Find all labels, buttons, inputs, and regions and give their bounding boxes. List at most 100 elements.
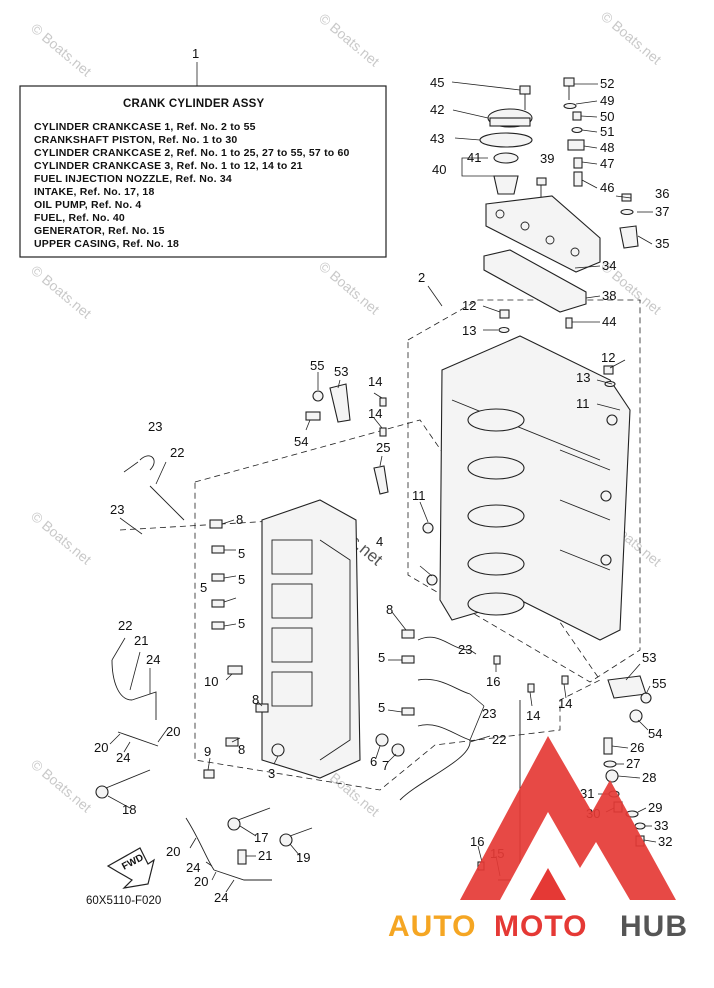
leader-19: [289, 843, 301, 857]
callout-23: 23: [482, 706, 496, 721]
watermark-text: © Boats.net: [316, 10, 383, 69]
hose-22: [149, 485, 185, 521]
ring-41: [493, 152, 519, 164]
info-box-line: UPPER CASING, Ref. No. 18: [34, 238, 179, 250]
callout-9: 9: [204, 744, 211, 759]
main-bearing-1: [467, 408, 525, 432]
fitting-5: [211, 545, 225, 554]
bolt-18-shaft: [105, 769, 151, 789]
plug-3: [271, 743, 285, 757]
dowel-14: [379, 397, 387, 407]
callout-39: 39: [540, 151, 554, 166]
long-bolts: [95, 769, 313, 847]
leader-2: [427, 285, 443, 307]
callout-29: 29: [648, 800, 662, 815]
info-box-line: CRANKSHAFT PISTON, Ref. No. 1 to 30: [34, 134, 237, 146]
callout-23: 23: [458, 642, 472, 657]
automotohub-logo: AUTO MOTO HUB: [388, 736, 687, 943]
callout-8: 8: [238, 742, 245, 757]
leader-22b: [111, 637, 126, 661]
leader-14b: [373, 417, 383, 429]
watermark-text: © Boats.net: [28, 508, 95, 567]
bolt-52-head: [563, 77, 575, 87]
logo-mountain-cutout: [500, 812, 630, 900]
washer-13: [498, 326, 510, 334]
callout-23: 23: [148, 419, 162, 434]
callout-13: 13: [576, 370, 590, 385]
callout-16: 16: [486, 674, 500, 689]
bolt-39-head: [536, 177, 547, 186]
info-box-line: INTAKE, Ref. No. 17, 18: [34, 186, 155, 198]
pin-44: [565, 317, 573, 329]
bolt-17-shaft: [237, 807, 271, 821]
hose-24: [131, 691, 157, 720]
callout-24: 24: [146, 652, 160, 667]
sensor-10: [227, 665, 243, 675]
callout-24: 24: [214, 890, 228, 905]
washer-33: [634, 822, 646, 830]
callout-25: 25: [376, 440, 390, 455]
leader-5b: [223, 575, 237, 579]
callout-5: 5: [238, 572, 245, 587]
plug-11: [422, 522, 434, 534]
callout-26: 26: [630, 740, 644, 755]
callout-8: 8: [386, 602, 393, 617]
dowel-14: [561, 675, 569, 685]
crankcase-ribs: [559, 449, 611, 571]
leader-17: [239, 825, 257, 837]
callout-1: 1: [192, 46, 199, 61]
cylinder-group-outline: [194, 419, 601, 791]
callout-52: 52: [600, 76, 614, 91]
info-box-line: GENERATOR, Ref. No. 15: [34, 225, 165, 237]
callout-24: 24: [186, 860, 200, 875]
callout-5: 5: [238, 546, 245, 561]
leader-5f: [387, 709, 403, 713]
callout-31: 31: [580, 786, 594, 801]
leader-14: [373, 392, 383, 399]
leader-23b: [469, 693, 485, 707]
fitting-8: [209, 519, 223, 529]
leader-8c: [257, 701, 263, 707]
callout-3: 3: [268, 766, 275, 781]
callout-12: 12: [601, 350, 615, 365]
sensor-25: [373, 465, 389, 495]
leader-53b: [625, 663, 641, 681]
crankcase-boss: [600, 490, 612, 502]
info-box-title: CRANK CYLINDER ASSY: [123, 98, 265, 110]
callout-5: 5: [200, 580, 207, 595]
fitting-5: [211, 573, 225, 582]
watermark-text: © Boats.net: [28, 20, 95, 79]
leader-5d: [223, 623, 237, 627]
port-hole: [545, 235, 555, 245]
bolt-54: [305, 411, 321, 421]
leader-38: [585, 295, 601, 299]
leader-36: [615, 195, 632, 199]
bolt-50: [572, 111, 582, 121]
fitting-46: [573, 171, 583, 187]
leader-12: [482, 305, 501, 313]
leader-49: [575, 100, 598, 105]
callout-2: 2: [418, 270, 425, 285]
leader-11: [596, 403, 621, 411]
fitting-5: [401, 655, 415, 664]
gasket-43: [479, 132, 533, 148]
callout-28: 28: [642, 770, 656, 785]
fitting-47: [573, 157, 583, 169]
leader-46: [581, 179, 598, 189]
port-hole: [495, 209, 505, 219]
leader-23a: [123, 461, 139, 473]
leader-20c: [189, 837, 197, 849]
leader-32: [643, 839, 657, 843]
callout-13: 13: [462, 323, 476, 338]
leader-11b: [419, 565, 433, 577]
callout-34: 34: [602, 258, 616, 273]
watermark-text: © Boats.net: [28, 262, 95, 321]
info-box-line: CYLINDER CRANKCASE 3, Ref. No. 1 to 12, …: [34, 160, 303, 172]
callout-5: 5: [378, 650, 385, 665]
leader-29: [637, 807, 647, 813]
plug-11: [426, 574, 438, 586]
hose-23: [417, 724, 471, 741]
callout-35: 35: [655, 236, 669, 251]
sleeve-21: [237, 849, 247, 865]
leader-47: [581, 161, 598, 165]
